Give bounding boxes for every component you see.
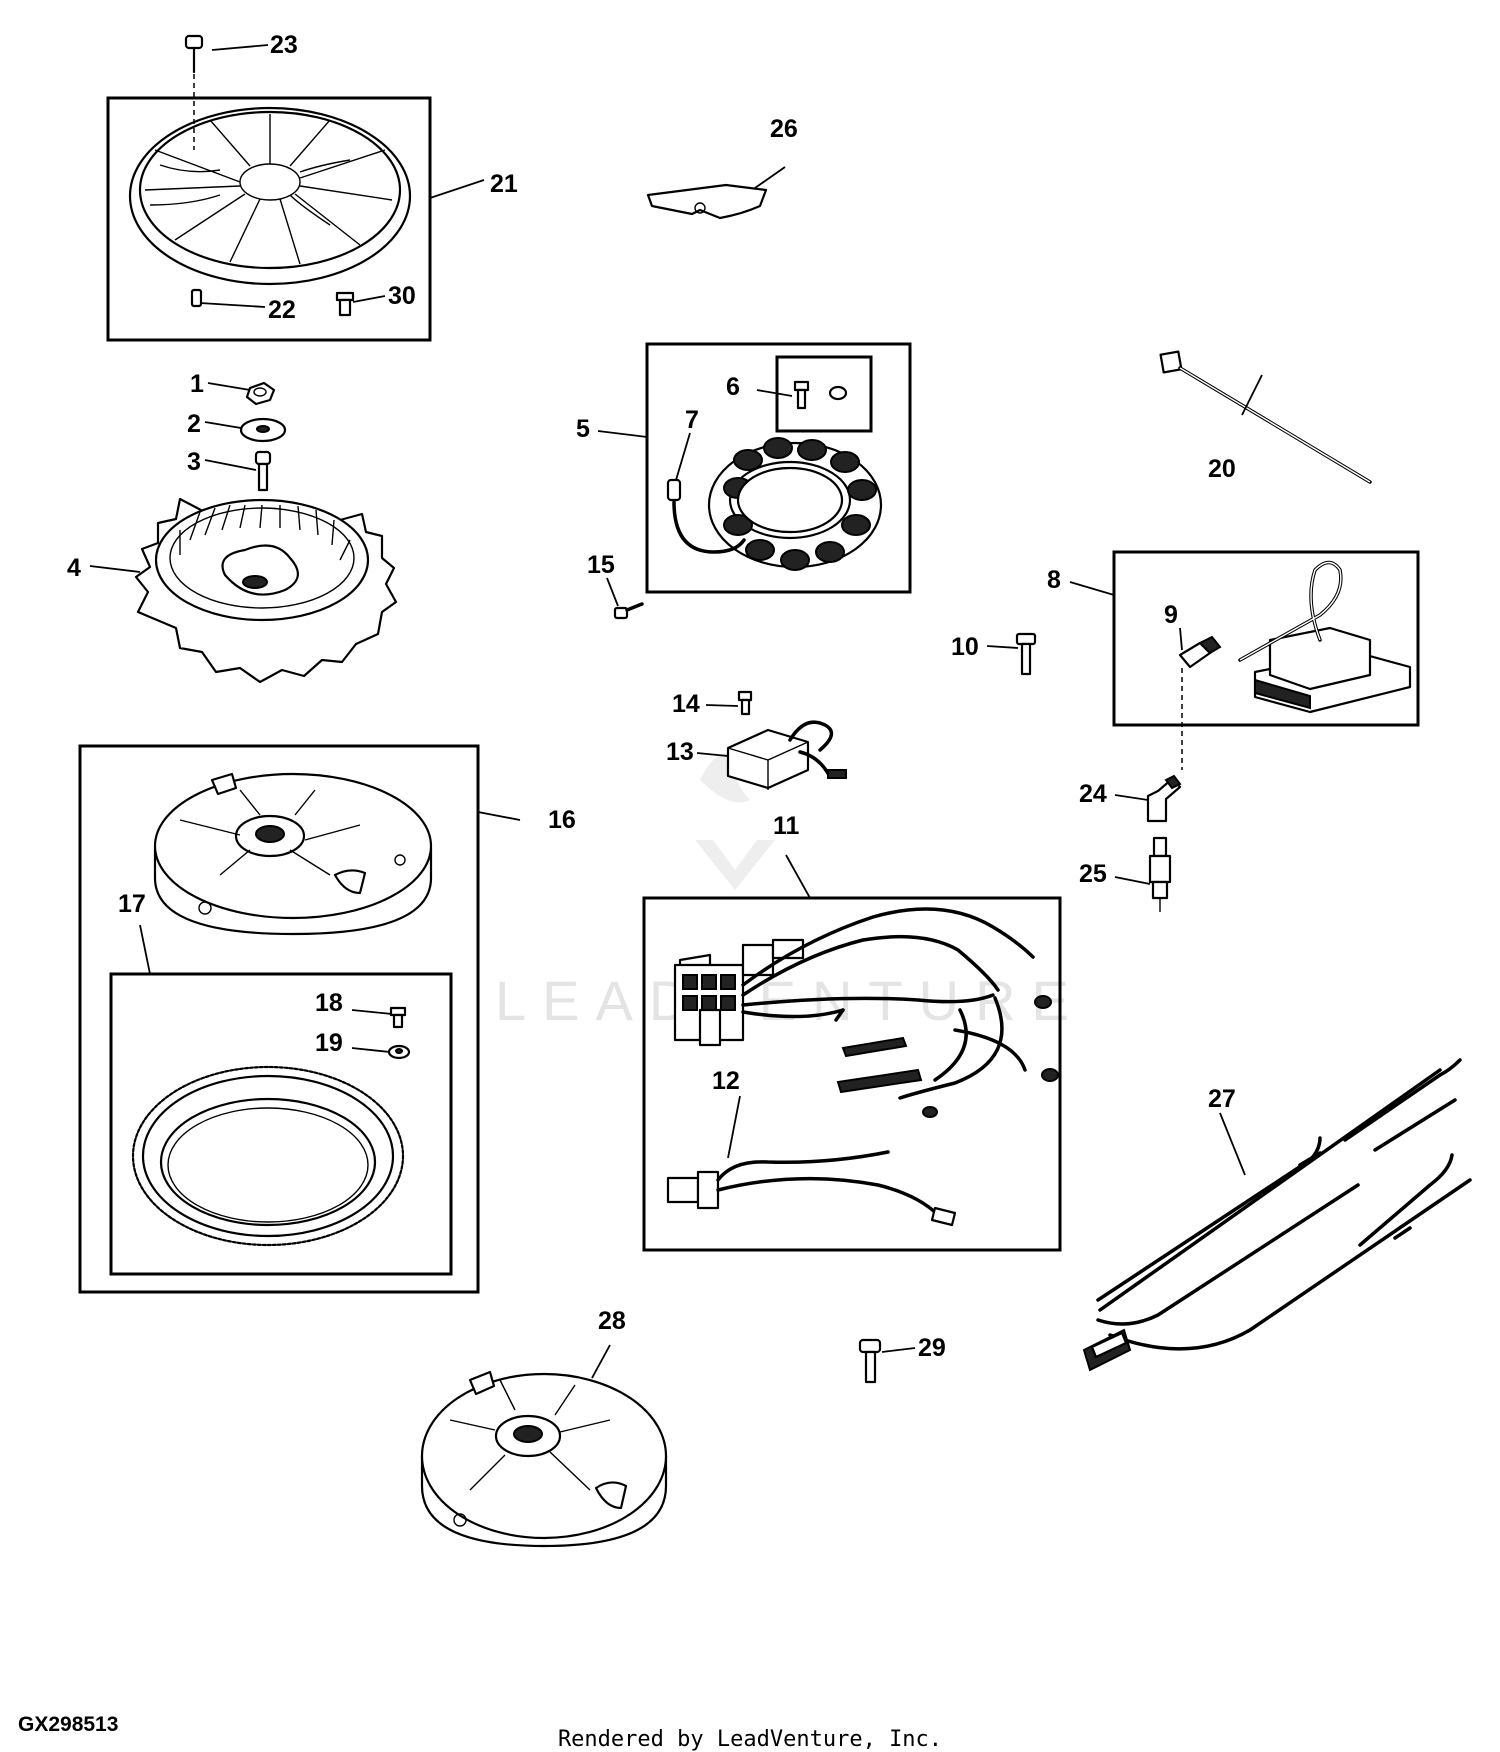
callout-20: 20 bbox=[1208, 455, 1236, 483]
part-26-plate[interactable] bbox=[646, 183, 768, 220]
part-29-screw[interactable] bbox=[858, 1338, 882, 1384]
callout-30: 30 bbox=[388, 282, 416, 310]
callout-10: 10 bbox=[951, 633, 979, 661]
part-13-module[interactable] bbox=[726, 720, 847, 790]
callout-labels: 1 2 3 4 5 6 7 8 9 10 11 12 13 14 15 16 1… bbox=[67, 31, 1236, 1362]
part-16-flywheel[interactable] bbox=[153, 772, 433, 936]
callout-11: 11 bbox=[773, 812, 800, 840]
callout-28: 28 bbox=[598, 1307, 626, 1335]
leader-lines bbox=[89, 44, 1263, 1379]
part-21-blower-housing[interactable] bbox=[128, 106, 412, 286]
part-28-flywheel[interactable] bbox=[420, 1370, 668, 1548]
callout-6: 6 bbox=[726, 373, 740, 401]
box-16 bbox=[78, 744, 480, 1294]
box-21 bbox=[106, 96, 432, 342]
part-18-screw[interactable] bbox=[389, 1006, 407, 1029]
callout-27: 27 bbox=[1208, 1085, 1236, 1113]
callout-9: 9 bbox=[1164, 601, 1178, 629]
part-14-screw[interactable] bbox=[737, 690, 753, 716]
part-1-nut[interactable] bbox=[245, 381, 276, 406]
part-17-ring-gear[interactable] bbox=[131, 1065, 405, 1247]
callout-17: 17 bbox=[118, 890, 146, 918]
callout-22: 22 bbox=[268, 296, 296, 324]
box-5 bbox=[645, 342, 912, 594]
callout-25: 25 bbox=[1079, 860, 1107, 888]
part-6-screw-nut[interactable] bbox=[793, 380, 848, 410]
part-24-boot[interactable] bbox=[1146, 774, 1182, 823]
render-credit: Rendered by LeadVenture, Inc. bbox=[557, 1727, 943, 1752]
part-4-fan[interactable] bbox=[134, 497, 398, 684]
callout-16: 16 bbox=[548, 806, 576, 834]
part-5-stator[interactable] bbox=[707, 437, 883, 571]
box-6 bbox=[775, 355, 873, 433]
callout-8: 8 bbox=[1047, 566, 1061, 594]
box-11 bbox=[642, 896, 1062, 1252]
callout-1: 1 bbox=[190, 370, 204, 398]
part-19-nut[interactable] bbox=[387, 1044, 411, 1060]
part-15-screw[interactable] bbox=[613, 602, 644, 620]
callout-24: 24 bbox=[1079, 780, 1107, 808]
box-8 bbox=[1112, 550, 1420, 727]
callout-23: 23 bbox=[270, 31, 298, 59]
callout-18: 18 bbox=[315, 989, 343, 1017]
box-17 bbox=[109, 972, 453, 1276]
callout-21: 21 bbox=[490, 170, 518, 198]
callout-4: 4 bbox=[67, 554, 81, 582]
part-20-tie-strap[interactable] bbox=[1159, 350, 1372, 484]
part-12-harness-lead[interactable] bbox=[666, 1150, 957, 1227]
part-7-lead[interactable] bbox=[666, 478, 746, 554]
part-3-screw[interactable] bbox=[254, 450, 272, 492]
callout-19: 19 bbox=[315, 1029, 343, 1057]
part-11-wiring-harness[interactable] bbox=[673, 907, 1059, 1118]
figure-id: GX298513 bbox=[18, 1713, 119, 1736]
part-9-spark-plug-cap[interactable] bbox=[1178, 635, 1222, 770]
callout-15: 15 bbox=[587, 551, 615, 579]
callout-12: 12 bbox=[712, 1067, 740, 1095]
callout-13: 13 bbox=[666, 738, 694, 766]
part-23-screw[interactable] bbox=[184, 34, 204, 150]
callout-3: 3 bbox=[187, 448, 201, 476]
part-22-dowel[interactable] bbox=[190, 288, 203, 308]
part-10-screw[interactable] bbox=[1015, 632, 1037, 676]
callout-26: 26 bbox=[770, 115, 798, 143]
part-25-spark-plug[interactable] bbox=[1148, 836, 1172, 912]
callout-5: 5 bbox=[576, 415, 590, 443]
callout-7: 7 bbox=[685, 406, 699, 434]
part-27-wire-harness[interactable] bbox=[1082, 1058, 1472, 1372]
callout-29: 29 bbox=[918, 1334, 946, 1362]
callout-14: 14 bbox=[672, 690, 700, 718]
part-8-ignition-coil[interactable] bbox=[1238, 560, 1412, 714]
part-30-screw[interactable] bbox=[335, 291, 355, 317]
callout-2: 2 bbox=[187, 410, 201, 438]
part-2-washer[interactable] bbox=[239, 417, 287, 443]
